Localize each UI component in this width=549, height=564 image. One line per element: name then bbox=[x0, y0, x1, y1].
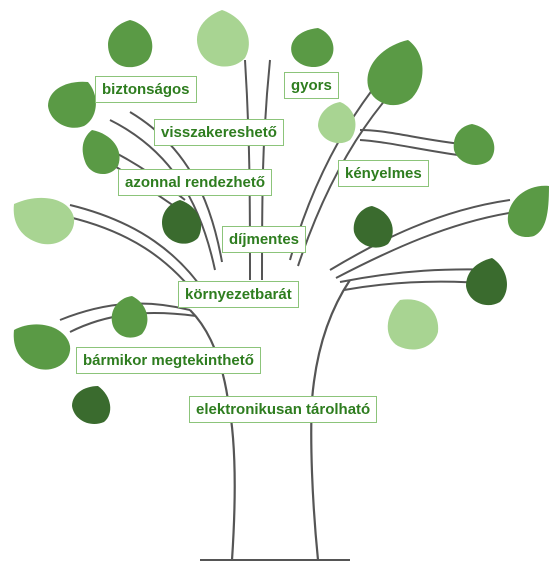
leaf bbox=[367, 40, 423, 106]
label-barmikor-megtekintheto: bármikor megtekinthető bbox=[76, 347, 261, 374]
leaves bbox=[13, 10, 549, 425]
label-gyors: gyors bbox=[284, 72, 339, 99]
leaf bbox=[161, 200, 202, 244]
leaf bbox=[82, 130, 120, 175]
label-visszakeresheto: visszakereshető bbox=[154, 119, 284, 146]
leaf bbox=[13, 324, 71, 370]
leaf bbox=[111, 296, 148, 338]
branch-right-mid bbox=[329, 199, 516, 279]
label-biztonsagos: biztonságos bbox=[95, 76, 197, 103]
leaf bbox=[108, 20, 153, 68]
leaf bbox=[196, 10, 249, 67]
leaf bbox=[387, 299, 439, 350]
leaf bbox=[466, 258, 507, 306]
label-kenyelmes: kényelmes bbox=[338, 160, 429, 187]
leaf bbox=[507, 185, 549, 238]
leaf bbox=[13, 197, 75, 245]
label-azonnal-rendezheto: azonnal rendezhető bbox=[118, 169, 273, 196]
leaf bbox=[353, 206, 393, 248]
leaf bbox=[48, 81, 96, 128]
leaf bbox=[291, 28, 334, 68]
leaf bbox=[72, 386, 111, 425]
label-kornyezetbarat: környezetbarát bbox=[178, 281, 299, 308]
leaf bbox=[453, 124, 495, 165]
label-dijmentes: díjmentes bbox=[222, 226, 307, 253]
leaf bbox=[318, 102, 356, 144]
label-elektronikusan-tarolhato: elektronikusan tárolható bbox=[189, 396, 378, 423]
branch-right-twig bbox=[359, 129, 471, 157]
